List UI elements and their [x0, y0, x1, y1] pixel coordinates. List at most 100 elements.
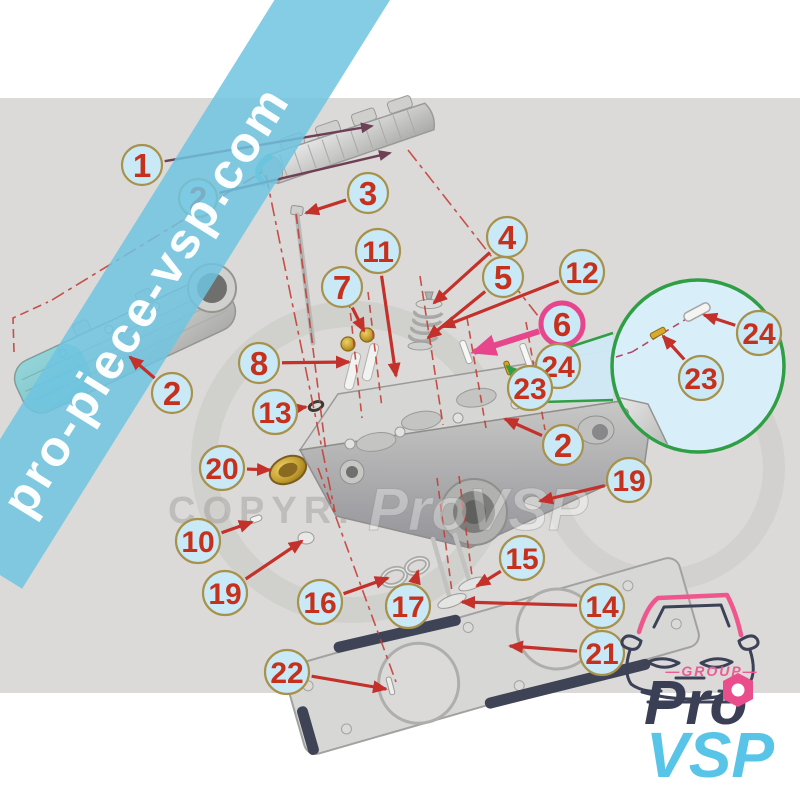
callout-5: 5 [426, 255, 525, 340]
callout-arrow-16 [343, 576, 390, 596]
callout-number-3: 3 [359, 175, 377, 212]
callout-arrow-21 [508, 640, 578, 654]
callout-11: 11 [354, 227, 402, 378]
callout-arrow-19 [538, 484, 606, 505]
callout-number-22: 22 [270, 657, 303, 690]
callout-circle-8 [237, 341, 281, 385]
callout-number-23: 23 [513, 373, 546, 406]
callout-circle-20 [198, 444, 246, 492]
callout-number-11: 11 [362, 236, 394, 269]
callout-3: 3 [304, 171, 390, 216]
callout-19: 19 [538, 456, 653, 505]
logo-group-label: —GROUP— [664, 663, 758, 679]
callout-21: 21 [508, 629, 626, 677]
callout-number-13: 13 [258, 397, 291, 430]
callout-2: 2 [128, 355, 194, 415]
callout-24: 24 [702, 309, 783, 357]
callout-circle-13 [251, 388, 299, 436]
callout-4: 4 [432, 215, 529, 305]
callout-number-8: 8 [250, 345, 268, 382]
callout-arrow-23 [505, 364, 521, 380]
callout-circle-15 [498, 534, 546, 582]
callout-number-19: 19 [208, 578, 241, 611]
callout-arrow-8 [281, 355, 351, 369]
callout-arrow-23 [661, 334, 686, 361]
callout-arrow-3 [304, 198, 347, 216]
brass-seal-ring [268, 454, 308, 486]
callout-arrow-14 [460, 595, 578, 609]
callout-number-2: 2 [554, 427, 572, 464]
callout-12: 12 [440, 248, 606, 329]
callout-arrow-11 [379, 275, 401, 378]
callout-arrow-19 [244, 539, 304, 581]
callout-number-21: 21 [585, 638, 618, 671]
callout-circle-21 [578, 629, 626, 677]
callout-number-7: 7 [333, 269, 351, 306]
callout-23: 23 [661, 334, 725, 402]
screw-detail [649, 326, 667, 340]
callout-number-12: 12 [565, 257, 598, 290]
callout-arrow-7 [350, 306, 366, 333]
callout-20: 20 [198, 444, 272, 492]
callout-circle-12 [558, 248, 606, 296]
callout-number-15: 15 [505, 543, 538, 576]
callout-22: 22 [263, 648, 388, 696]
callout-arrow-12 [440, 279, 560, 329]
callout-circle-16 [296, 578, 344, 626]
callout-number-16: 16 [303, 587, 336, 620]
logo-vsp-text: VSP [646, 719, 774, 791]
callout-circle-7 [320, 265, 364, 309]
callout-circle-1 [120, 143, 164, 187]
callout-number-5: 5 [494, 259, 512, 296]
callout-number-19: 19 [612, 465, 645, 498]
callout-circle-2 [541, 423, 585, 467]
callout-7: 7 [320, 265, 366, 333]
callout-arrow-5 [426, 290, 487, 340]
gasket-pin [385, 676, 396, 696]
callout-circle-24 [735, 309, 783, 357]
callout-circle-19 [605, 456, 653, 504]
provsp-logo: —GROUP— Pro VSP [620, 592, 774, 791]
callout-number-6: 6 [553, 306, 571, 343]
callout-number-2: 2 [163, 375, 181, 412]
callout-circle-3 [346, 171, 390, 215]
callout-13: 13 [251, 388, 308, 436]
nut-icon [723, 673, 753, 707]
callout-19: 19 [201, 539, 304, 617]
callout-arrow-10 [221, 520, 254, 535]
callout-16: 16 [296, 576, 390, 626]
callout-arrow-2 [128, 355, 156, 380]
provsp-watermark: ProVSP [368, 476, 589, 543]
callout-23: 23 [505, 364, 554, 412]
callout-circle-22 [263, 648, 311, 696]
callout-circle-11 [354, 227, 402, 275]
callout-number-17: 17 [391, 591, 424, 624]
callout-10: 10 [174, 517, 254, 565]
callout-number-1: 1 [133, 147, 151, 184]
callout-number-4: 4 [498, 219, 517, 256]
callout-8: 8 [237, 341, 351, 385]
callout-arrow-13 [292, 402, 308, 416]
callout-arrow-22 [311, 674, 388, 694]
callout-circle-2 [150, 371, 194, 415]
callout-number-20: 20 [205, 453, 238, 486]
callout-number-14: 14 [585, 591, 619, 624]
callout-15: 15 [475, 534, 546, 588]
stud-detail [683, 302, 711, 322]
callout-circle-23 [677, 354, 725, 402]
callout-arrow-4 [432, 251, 492, 305]
callout-arrow-17 [408, 569, 421, 586]
callout-2: 2 [503, 417, 585, 467]
callout-circle-14 [578, 582, 626, 630]
callout-arrow-6 [470, 328, 541, 356]
callout-number-24: 24 [742, 318, 776, 351]
callout-circle-17 [384, 582, 432, 630]
callout-circle-23 [506, 364, 554, 412]
callout-arrow-20 [246, 462, 272, 476]
callout-number-23: 23 [684, 363, 717, 396]
callout-circle-5 [481, 255, 525, 299]
callout-arrow-24 [702, 312, 736, 327]
